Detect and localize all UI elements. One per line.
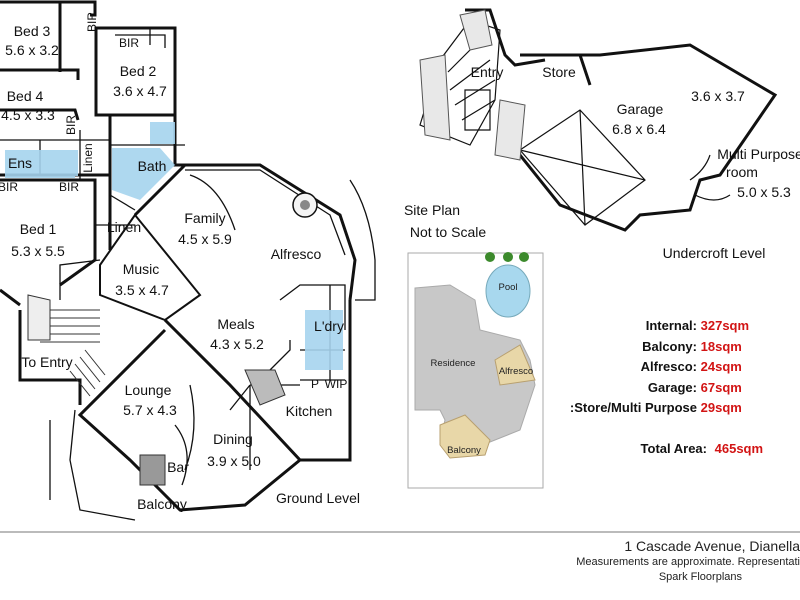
wip-label: WIP xyxy=(325,377,348,391)
family-size: 4.5 x 5.9 xyxy=(178,231,232,247)
stair-wall xyxy=(18,310,82,405)
footer-note: Measurements are approximate. Representa… xyxy=(576,556,800,568)
area-row-balcony: Balcony: 18sqm xyxy=(560,339,800,354)
bed4-size: 4.5 x 3.3 xyxy=(1,107,55,123)
music-wall xyxy=(99,213,202,322)
bed3-size: 5.6 x 3.2 xyxy=(5,42,59,58)
store-label: Store xyxy=(542,64,576,80)
bath-corner xyxy=(150,122,175,144)
site-balcony-label: Balcony xyxy=(447,445,481,456)
area-internal-value: 327sqm xyxy=(700,318,750,333)
balcony-label: Balcony xyxy=(137,496,187,512)
bed1-name: Bed 1 xyxy=(20,221,57,237)
bir-label-5: BIR xyxy=(59,180,79,194)
lounge-size: 5.7 x 4.3 xyxy=(123,402,177,418)
bed2-name: Bed 2 xyxy=(120,63,157,79)
dining-size: 3.9 x 5.0 xyxy=(207,453,261,469)
bath-tiles xyxy=(112,148,175,200)
bed4-name: Bed 4 xyxy=(7,88,44,104)
footer-address: 1 Cascade Avenue, Dianella xyxy=(624,538,800,554)
area-row-total: Total Area: 465sqm xyxy=(560,441,800,456)
alfresco-label: Alfresco xyxy=(271,246,322,262)
multi-name-2: room xyxy=(726,164,758,180)
family-wall xyxy=(133,163,357,301)
bed3-name: Bed 3 xyxy=(14,23,51,39)
entry-label: Entry xyxy=(471,64,504,80)
area-row-garage: Garage: 67sqm xyxy=(560,380,800,395)
site-plan-title: Site Plan xyxy=(404,202,460,218)
garage-name: Garage xyxy=(617,101,664,117)
undercroft-level-title: Undercroft Level xyxy=(663,245,766,261)
site-residence-label: Residence xyxy=(431,358,476,369)
pantry-label: P xyxy=(311,377,319,391)
area-alfresco-label: Alfresco: xyxy=(640,359,697,374)
area-alfresco-value: 24sqm xyxy=(700,359,742,374)
lounge-wall xyxy=(77,328,301,512)
area-balcony-label: Balcony: xyxy=(642,339,697,354)
site-alfresco xyxy=(494,344,536,386)
store-room-size: 3.6 x 3.7 xyxy=(691,88,745,104)
bir-label-1: BIR xyxy=(119,36,139,50)
lounge-name: Lounge xyxy=(125,382,172,398)
bir-label-3: BIR xyxy=(64,115,78,135)
linen-label-2: Linen xyxy=(107,219,141,235)
multi-size: 5.0 x 5.3 xyxy=(737,184,791,200)
bed1-size: 5.3 x 5.5 xyxy=(11,243,65,259)
ens-label: Ens xyxy=(8,155,32,171)
area-store-label: Store/Multi Purpose: xyxy=(569,400,697,415)
linen-label-1: Linen xyxy=(81,143,95,172)
site-balcony xyxy=(439,414,491,459)
family-name: Family xyxy=(184,210,225,226)
ground-level-title: Ground Level xyxy=(276,490,360,506)
area-row-alfresco: Alfresco: 24sqm xyxy=(560,359,800,374)
area-balcony-value: 18sqm xyxy=(700,339,742,354)
to-entry-label: To Entry xyxy=(21,354,72,370)
area-row-store: Store/Multi Purpose: 29sqm xyxy=(560,400,800,415)
laundry-label: L'dry xyxy=(314,318,344,334)
meals-size: 4.3 x 5.2 xyxy=(210,336,264,352)
ens-corner xyxy=(40,150,78,176)
area-store-value: 29sqm xyxy=(700,400,742,415)
dining-name: Dining xyxy=(213,431,253,447)
kitchen-label: Kitchen xyxy=(286,403,333,419)
multi-name-1: Multi Purpose xyxy=(717,146,800,162)
area-garage-label: Garage: xyxy=(647,380,697,395)
area-total-value: 465sqm xyxy=(714,441,764,456)
meals-name: Meals xyxy=(217,316,254,332)
bed2-size: 3.6 x 4.7 xyxy=(113,83,167,99)
bar-label: Bar xyxy=(167,459,189,475)
bath-label: Bath xyxy=(138,158,167,174)
music-name: Music xyxy=(123,261,160,277)
bed1-wall xyxy=(0,178,97,307)
area-garage-value: 67sqm xyxy=(700,380,742,395)
area-total-label: Total Area: xyxy=(640,441,707,456)
area-internal-label: Internal: xyxy=(645,318,697,333)
undercroft-entry-wall xyxy=(465,8,546,67)
garage-size: 6.8 x 6.4 xyxy=(612,121,666,137)
site-plan-subtitle: Not to Scale xyxy=(410,224,486,240)
bir-label-2: BIR xyxy=(85,12,99,32)
site-alfresco-label: Alfresco xyxy=(499,366,533,377)
music-size: 3.5 x 4.7 xyxy=(115,282,169,298)
site-plan xyxy=(407,252,544,489)
site-pool-label: Pool xyxy=(498,282,517,293)
site-residence xyxy=(414,284,536,451)
bir-label-4: BIR xyxy=(0,180,18,194)
bedroom-wing-wall xyxy=(0,0,97,80)
store-wall xyxy=(535,53,592,86)
footer-credit: Spark Floorplans xyxy=(658,571,742,583)
area-row-internal: Internal: 327sqm xyxy=(560,318,800,333)
laundry-tiles xyxy=(305,310,343,370)
